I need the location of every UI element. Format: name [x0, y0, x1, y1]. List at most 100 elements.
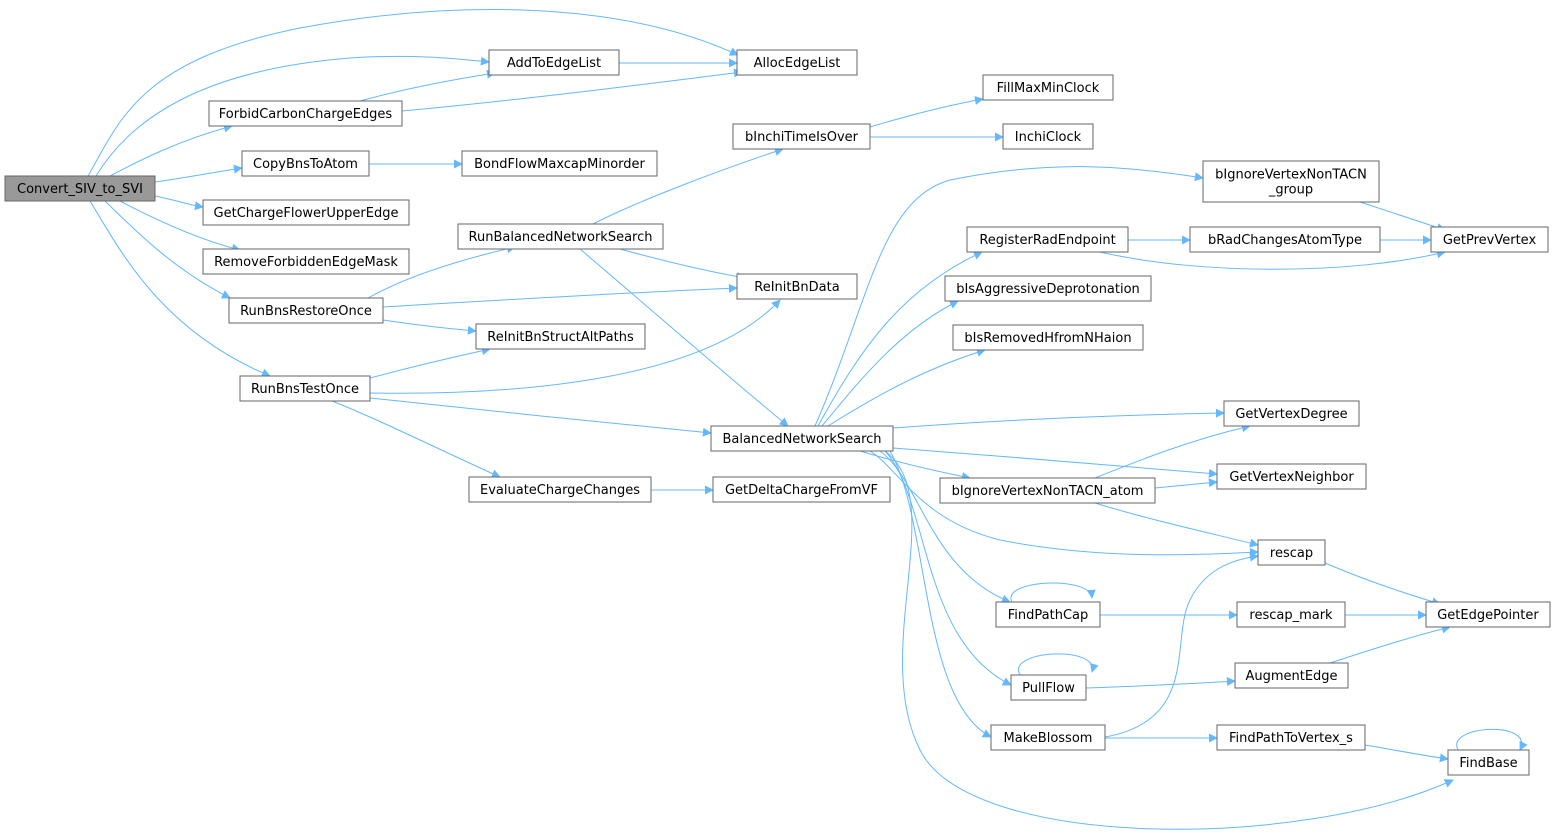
- edge-pullflow-to-pullflow: [1017, 653, 1099, 676]
- node-label: GetChargeFlowerUpperEdge: [214, 206, 399, 221]
- node-box: [1430, 226, 1549, 253]
- node-evalcharge[interactable]: EvaluateChargeChanges: [468, 476, 652, 503]
- node-box: [1002, 123, 1094, 150]
- edge-rescap-to-getedgepointer: [1324, 562, 1441, 606]
- node-bradchanges[interactable]: bRadChangesAtomType: [1189, 226, 1381, 253]
- node-label: BalancedNetworkSearch: [722, 432, 881, 447]
- edge-balanced-to-getvertexdegree: [892, 408, 1225, 429]
- edge-balanced-to-registerrad: [817, 251, 983, 427]
- node-box: [1257, 539, 1326, 566]
- node-box: [228, 297, 384, 324]
- node-copybns[interactable]: CopyBnsToAtom: [241, 150, 370, 177]
- node-getprevvertex[interactable]: GetPrevVertex: [1430, 226, 1549, 253]
- edge-convert-to-removeforbidden: [119, 200, 241, 253]
- edge-line: [382, 283, 738, 308]
- node-label: BondFlowMaxcapMinorder: [474, 157, 645, 172]
- node-rescap[interactable]: rescap: [1257, 539, 1326, 566]
- node-fillmaxmin[interactable]: FillMaxMinClock: [982, 74, 1114, 101]
- node-addtoedgelist[interactable]: AddToEdgeList: [488, 49, 620, 76]
- edge-line: [579, 248, 789, 427]
- node-registerrad[interactable]: RegisterRadEndpoint: [966, 226, 1129, 253]
- node-findbase[interactable]: FindBase: [1447, 749, 1530, 776]
- node-box: [966, 226, 1129, 253]
- edge-line: [154, 164, 243, 183]
- node-reinitalt[interactable]: ReInitBnStructAltPaths: [475, 323, 646, 350]
- edge-forbidcarbon-to-addtoedgelist: [359, 69, 496, 102]
- node-label: RegisterRadEndpoint: [979, 233, 1115, 248]
- node-findpathtovertex[interactable]: FindPathToVertex_s: [1216, 724, 1366, 751]
- edge-line: [1017, 653, 1099, 676]
- node-bignoregroup[interactable]: bIgnoreVertexNonTACN_group: [1202, 160, 1380, 203]
- node-label: EvaluateChargeChanges: [480, 483, 640, 498]
- edge-line: [817, 251, 983, 427]
- node-augmentedge[interactable]: AugmentEdge: [1234, 662, 1349, 689]
- edge-balanced-to-makeblossom: [889, 450, 992, 738]
- edge-line: [89, 200, 271, 378]
- edge-line: [1359, 201, 1446, 232]
- node-label: FindBase: [1459, 756, 1517, 771]
- node-getvertexdegree[interactable]: GetVertexDegree: [1223, 400, 1360, 427]
- node-label: PullFlow: [1022, 681, 1075, 696]
- node-bisaggressive[interactable]: bIsAggressiveDeprotonation: [944, 275, 1152, 302]
- edge-line: [154, 195, 204, 211]
- node-reinitbndata[interactable]: ReInitBnData: [736, 273, 858, 300]
- node-runbnsrestore[interactable]: RunBnsRestoreOnce: [228, 297, 384, 324]
- edge-line: [821, 300, 959, 427]
- edge-convert-to-getchargeflower: [154, 195, 204, 211]
- edge-line: [1154, 478, 1218, 489]
- edge-convert-to-copybns: [154, 164, 243, 183]
- node-box: [475, 323, 646, 350]
- edge-line: [859, 450, 971, 481]
- node-rescapmark[interactable]: rescap_mark: [1236, 601, 1346, 628]
- edge-line: [592, 147, 784, 225]
- node-inchiclock[interactable]: InchiClock: [1002, 123, 1094, 150]
- node-runbnstest[interactable]: RunBnsTestOnce: [239, 375, 371, 402]
- node-bisremoved[interactable]: bIsRemovedHfromNHaion: [952, 324, 1144, 351]
- node-label: GetVertexNeighbor: [1229, 470, 1354, 485]
- node-forbidcarbon[interactable]: ForbidCarbonChargeEdges: [208, 100, 403, 127]
- node-box: [488, 49, 620, 76]
- edge-runbnstest-to-evalcharge: [331, 400, 501, 478]
- node-runbalanced[interactable]: RunBalancedNetworkSearch: [457, 223, 664, 250]
- edge-convert-to-addtoedgelist: [95, 55, 490, 177]
- edge-line: [1104, 552, 1259, 738]
- node-box: [1425, 601, 1551, 628]
- node-label: GetVertexDegree: [1235, 407, 1347, 422]
- node-label: bRadChangesAtomType: [1208, 233, 1362, 248]
- node-box: [939, 477, 1156, 504]
- node-allocedgelist[interactable]: AllocEdgeList: [736, 49, 858, 76]
- edge-line: [879, 450, 1011, 604]
- edge-balanced-to-bignoreatom: [859, 450, 971, 481]
- edge-runbnsrestore-to-runbalanced: [367, 244, 516, 299]
- edge-runbalanced-to-reinitbndata: [619, 248, 746, 282]
- node-makeblossom[interactable]: MakeBlossom: [990, 724, 1106, 751]
- edge-convert-to-allocedgelist: [87, 9, 739, 177]
- node-box: [1010, 674, 1087, 701]
- node-getdelta[interactable]: GetDeltaChargeFromVF: [712, 476, 891, 503]
- node-label: InchiClock: [1015, 130, 1082, 145]
- edge-balanced-to-getvertexneighbor: [892, 447, 1218, 478]
- node-box: [712, 476, 891, 503]
- node-pullflow[interactable]: PullFlow: [1010, 674, 1087, 701]
- edge-binchitime-to-fillmaxmin: [869, 96, 984, 128]
- node-balanced[interactable]: BalancedNetworkSearch: [710, 425, 894, 452]
- edge-convert-to-runbnstest: [89, 200, 271, 378]
- node-removeforbidden[interactable]: RemoveForbiddenEdgeMask: [202, 248, 410, 275]
- node-label: bIsRemovedHfromNHaion: [964, 331, 1131, 346]
- edge-line: [1099, 249, 1446, 270]
- node-getvertexneighbor[interactable]: GetVertexNeighbor: [1216, 463, 1367, 490]
- node-getedgepointer[interactable]: GetEdgePointer: [1425, 601, 1551, 628]
- node-bignoreatom[interactable]: bIgnoreVertexNonTACN_atom: [939, 477, 1156, 504]
- node-binchitime[interactable]: bInchiTimeIsOver: [732, 123, 871, 150]
- node-bondflow[interactable]: BondFlowMaxcapMinorder: [461, 150, 658, 177]
- edge-line: [869, 96, 984, 128]
- node-box: [468, 476, 652, 503]
- node-label: bInchiTimeIsOver: [745, 130, 859, 145]
- node-findpathcap[interactable]: FindPathCap: [995, 601, 1101, 628]
- node-box: [208, 100, 403, 127]
- edge-runbnstest-to-reinitalt: [369, 346, 491, 379]
- node-getchargeflower[interactable]: GetChargeFlowerUpperEdge: [202, 199, 410, 226]
- edge-line: [869, 450, 1259, 557]
- node-box: [461, 150, 658, 177]
- node-convert[interactable]: Convert_SIV_to_SVI: [4, 175, 156, 202]
